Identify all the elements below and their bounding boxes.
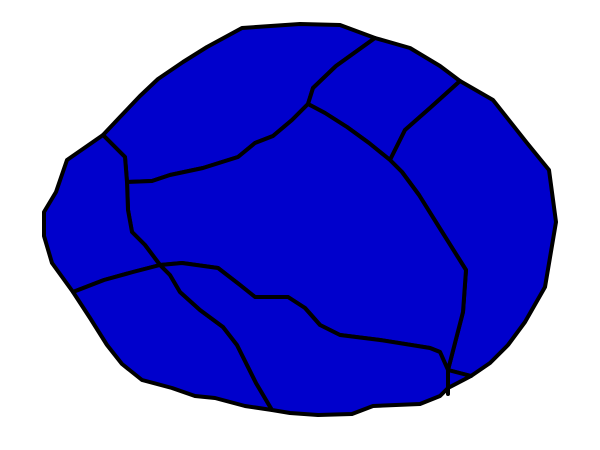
map-regions [42,22,558,417]
